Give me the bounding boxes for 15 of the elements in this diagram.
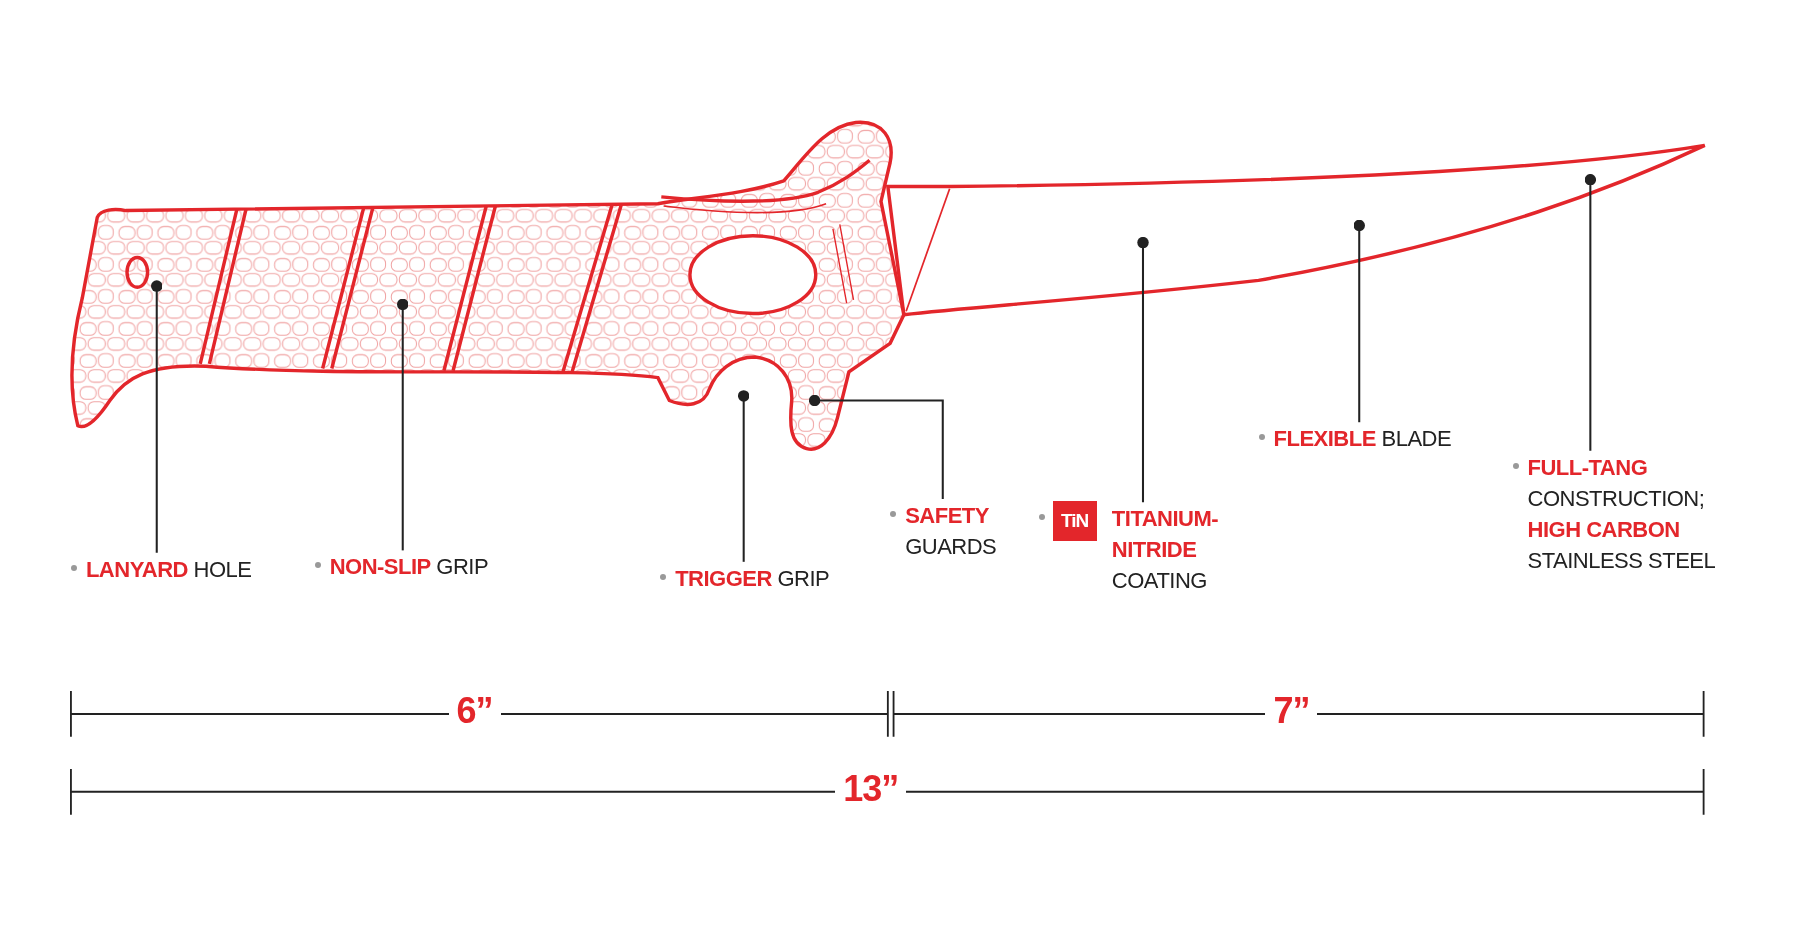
callout-text: FULL-TANG CONSTRUCTION; HIGH CARBON STAINLESS STEEL [1527, 453, 1717, 575]
leader-line [397, 298, 409, 551]
callout-text: TITANIUM-NITRIDE COATING [1111, 505, 1220, 596]
leader-line [1353, 219, 1365, 423]
badge-label: TiN [1052, 501, 1097, 542]
callout-text: NON-SLIP GRIP [329, 553, 489, 582]
leader-line [1584, 173, 1597, 451]
callout-text: FLEXIBLE BLADE [1273, 425, 1452, 454]
leader-line [737, 390, 750, 562]
leader-line [808, 394, 944, 499]
leader-line [1137, 236, 1149, 503]
callout-text: TRIGGER GRIP [675, 564, 830, 593]
callout-text: LANYARD HOLE [85, 555, 252, 584]
leader-line [151, 280, 163, 553]
callout-text: SAFETY GUARDS [905, 502, 998, 561]
